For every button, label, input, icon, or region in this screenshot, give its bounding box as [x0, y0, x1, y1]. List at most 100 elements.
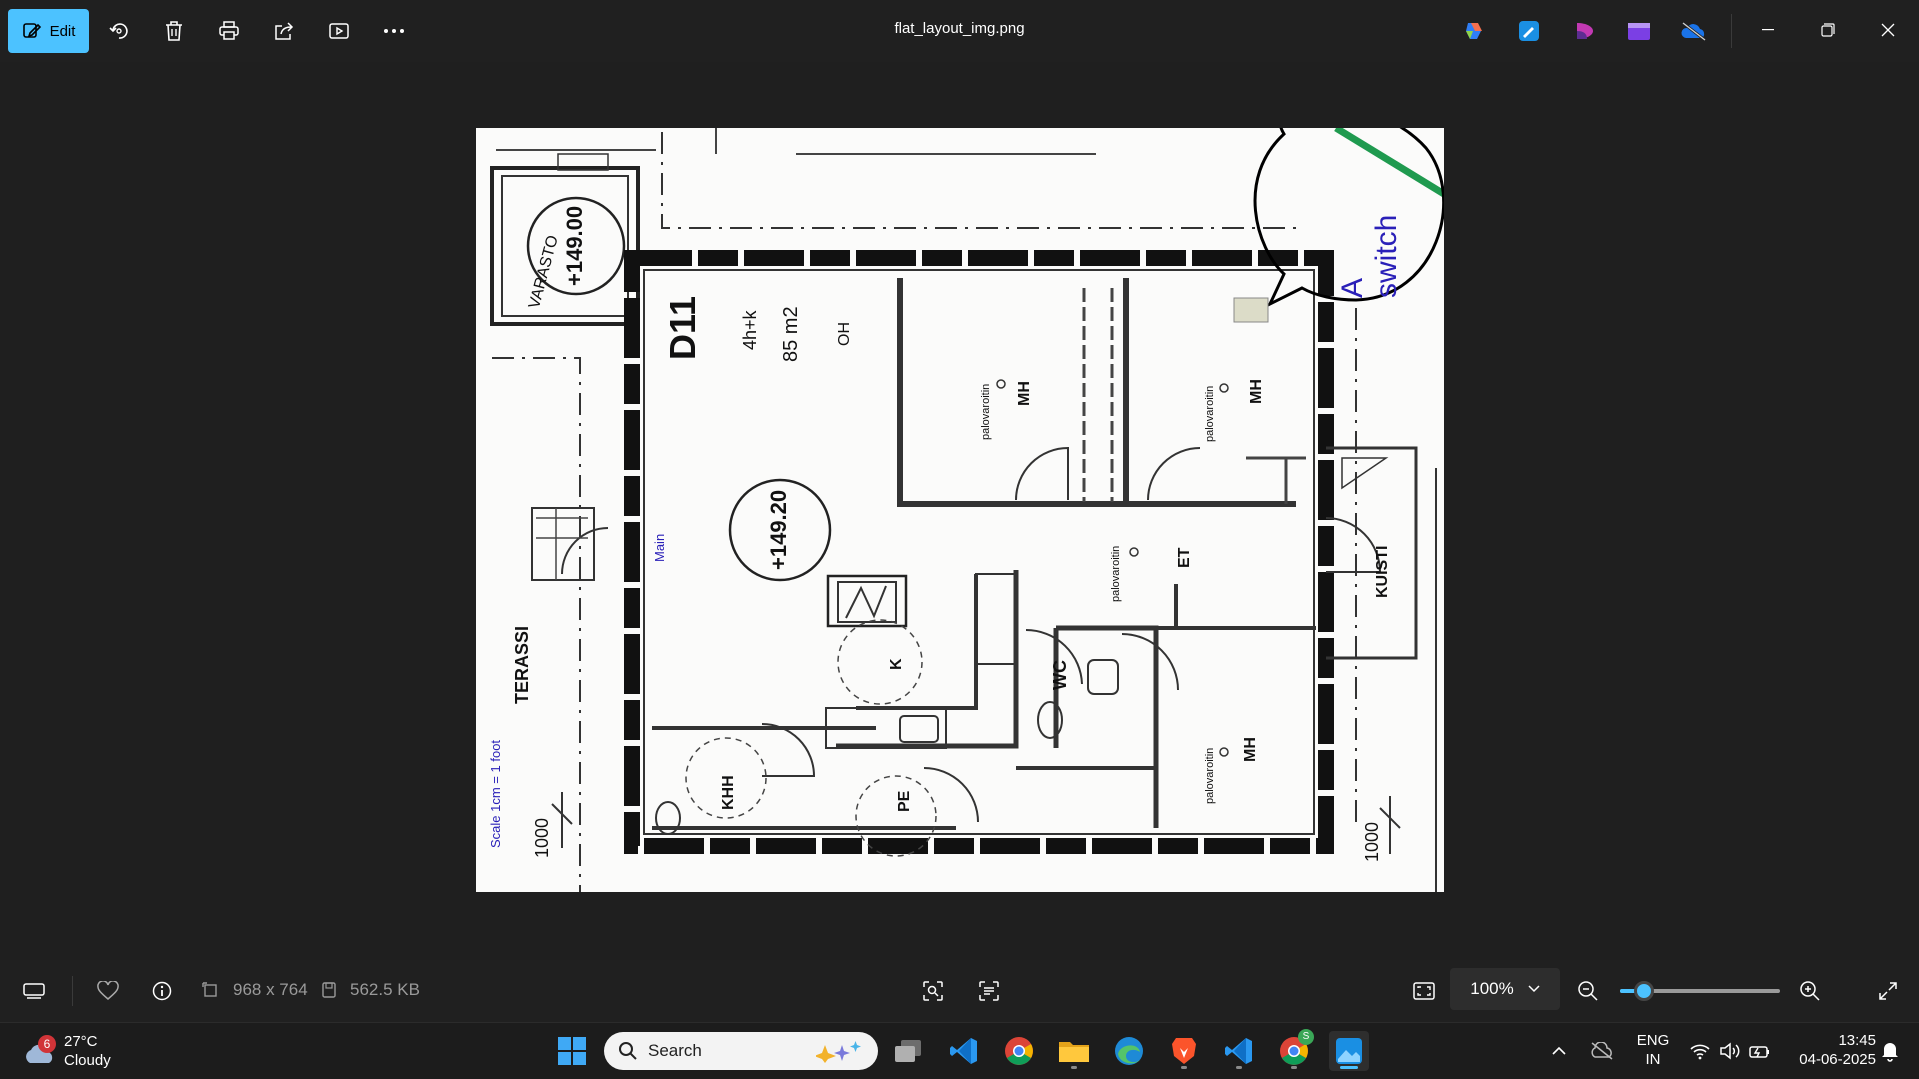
- dimension-label-left: 1000: [532, 817, 552, 858]
- heart-icon: [97, 981, 119, 1000]
- restore-button[interactable]: [1805, 10, 1851, 50]
- floor-plan-image[interactable]: D11 4h+k 85 m2 +149.20 +149.00 VARASTO T…: [476, 128, 1444, 892]
- weather-widget[interactable]: 6 27°C Cloudy: [20, 1031, 130, 1073]
- file-size-icon: [322, 982, 336, 998]
- task-view-icon: [895, 1040, 921, 1062]
- clipchamp-icon: [1628, 23, 1650, 40]
- folder-icon: [1059, 1042, 1089, 1062]
- quick-settings-button[interactable]: [1680, 1031, 1780, 1071]
- vscode-button-2[interactable]: [1219, 1031, 1259, 1071]
- mh-label-3: MH: [1242, 737, 1259, 762]
- rotate-button[interactable]: [98, 10, 140, 52]
- store-level-label: +149.00: [562, 205, 587, 286]
- restore-icon: [1821, 23, 1835, 37]
- onedrive-tray-button[interactable]: [1584, 1031, 1620, 1071]
- task-view-button[interactable]: [888, 1031, 928, 1071]
- language-indicator[interactable]: ENG IN: [1628, 1031, 1678, 1069]
- clock[interactable]: 13:45 04-06-2025: [1782, 1031, 1876, 1069]
- title-bar: Edit flat_layout_img.png: [0, 0, 1919, 62]
- main-annotation: Main: [652, 533, 667, 562]
- chrome-icon: [1280, 1037, 1308, 1065]
- start-button[interactable]: [552, 1031, 592, 1071]
- profile-badge: S: [1298, 1029, 1314, 1045]
- weather-badge: 6: [38, 1035, 56, 1053]
- edge-button[interactable]: [1109, 1031, 1149, 1071]
- clipchamp-button[interactable]: [1618, 10, 1660, 52]
- rooms-desc-label: 4h+k: [740, 310, 760, 350]
- zoom-slider[interactable]: [1620, 981, 1780, 1001]
- unit-label: D11: [662, 295, 703, 360]
- taskbar-search[interactable]: Search: [604, 1032, 878, 1070]
- rotate-icon: [109, 23, 128, 39]
- oh-label: OH: [836, 322, 853, 346]
- clock-time: 13:45: [1838, 1032, 1876, 1049]
- chrome-button-2[interactable]: S: [1274, 1029, 1314, 1071]
- running-indicator: [1236, 1066, 1242, 1069]
- edit-button-label: Edit: [49, 22, 76, 40]
- fullscreen-icon: [1879, 982, 1897, 1000]
- pe-label: PE: [896, 790, 913, 812]
- fullscreen-button[interactable]: [1872, 975, 1904, 1007]
- onedrive-button[interactable]: [1673, 10, 1715, 52]
- image-canvas[interactable]: D11 4h+k 85 m2 +149.20 +149.00 VARASTO T…: [0, 62, 1919, 960]
- file-explorer-button[interactable]: [1054, 1031, 1094, 1071]
- dimension-label-right: 1000: [1362, 821, 1382, 862]
- zoom-slider-thumb[interactable]: [1634, 981, 1654, 1001]
- visual-search-button[interactable]: [917, 975, 949, 1007]
- running-indicator: [1071, 1066, 1077, 1069]
- zoom-out-button[interactable]: [1572, 975, 1604, 1007]
- image-dimensions: 968 x 764: [233, 980, 308, 999]
- more-button[interactable]: [373, 10, 415, 52]
- floor-plan-drawing: [490, 128, 1444, 892]
- edit-icon: [22, 23, 41, 38]
- info-button[interactable]: [146, 976, 178, 1006]
- info-icon: [152, 981, 172, 1001]
- share-button[interactable]: [263, 10, 305, 52]
- chevron-up-icon: [1552, 1046, 1566, 1055]
- zoom-in-button[interactable]: [1794, 975, 1826, 1007]
- text-scan-icon: [979, 981, 999, 1001]
- vscode-icon: [1225, 1038, 1252, 1064]
- text-scan-button[interactable]: [973, 975, 1005, 1007]
- zoom-dropdown[interactable]: 100%: [1450, 968, 1560, 1010]
- et-label: ET: [1176, 547, 1193, 568]
- onedrive-icon: [1681, 21, 1706, 41]
- zoom-slider-fill: [1620, 989, 1644, 993]
- vscode-button-1[interactable]: [944, 1031, 984, 1071]
- window-title: flat_layout_img.png: [894, 20, 1025, 37]
- notifications-button[interactable]: [1872, 1031, 1908, 1071]
- search-icon: [619, 1042, 637, 1060]
- dimensions-icon: [202, 982, 217, 997]
- sparkle-icon: [816, 1041, 861, 1063]
- brave-icon: [1172, 1038, 1196, 1064]
- running-indicator: [1291, 1066, 1297, 1069]
- filmstrip-icon: [23, 983, 45, 999]
- filmstrip-button[interactable]: [18, 976, 50, 1006]
- mh-label-2: MH: [1248, 379, 1265, 404]
- edge-icon: [1115, 1037, 1143, 1065]
- photos-app-icon: [1336, 1038, 1362, 1064]
- more-icon: [384, 29, 404, 33]
- chrome-button-1[interactable]: [999, 1031, 1039, 1071]
- brave-button[interactable]: [1164, 1031, 1204, 1071]
- terassi-label: TERASSI: [512, 625, 532, 704]
- photos-app-icon: [1519, 21, 1539, 41]
- print-button[interactable]: [208, 10, 250, 52]
- edit-button[interactable]: Edit: [8, 9, 89, 53]
- copilot-icon: [1466, 23, 1482, 39]
- show-hidden-icons-button[interactable]: [1544, 1031, 1574, 1071]
- slideshow-button[interactable]: [318, 10, 360, 52]
- photos-editor-button[interactable]: [1508, 10, 1550, 52]
- copilot-button[interactable]: [1453, 10, 1495, 52]
- taskbar: 6 27°C Cloudy Search S: [0, 1022, 1919, 1079]
- fit-to-window-button[interactable]: [1408, 975, 1440, 1007]
- delete-button[interactable]: [153, 10, 195, 52]
- minimize-button[interactable]: [1745, 10, 1791, 50]
- onedrive-icon: [1591, 1042, 1613, 1060]
- close-button[interactable]: [1865, 10, 1911, 50]
- active-indicator: [1340, 1066, 1358, 1069]
- language-code: ENG: [1636, 1032, 1670, 1049]
- designer-button[interactable]: [1563, 10, 1605, 52]
- favorite-button[interactable]: [92, 976, 124, 1006]
- photos-taskbar-button[interactable]: [1329, 1031, 1369, 1071]
